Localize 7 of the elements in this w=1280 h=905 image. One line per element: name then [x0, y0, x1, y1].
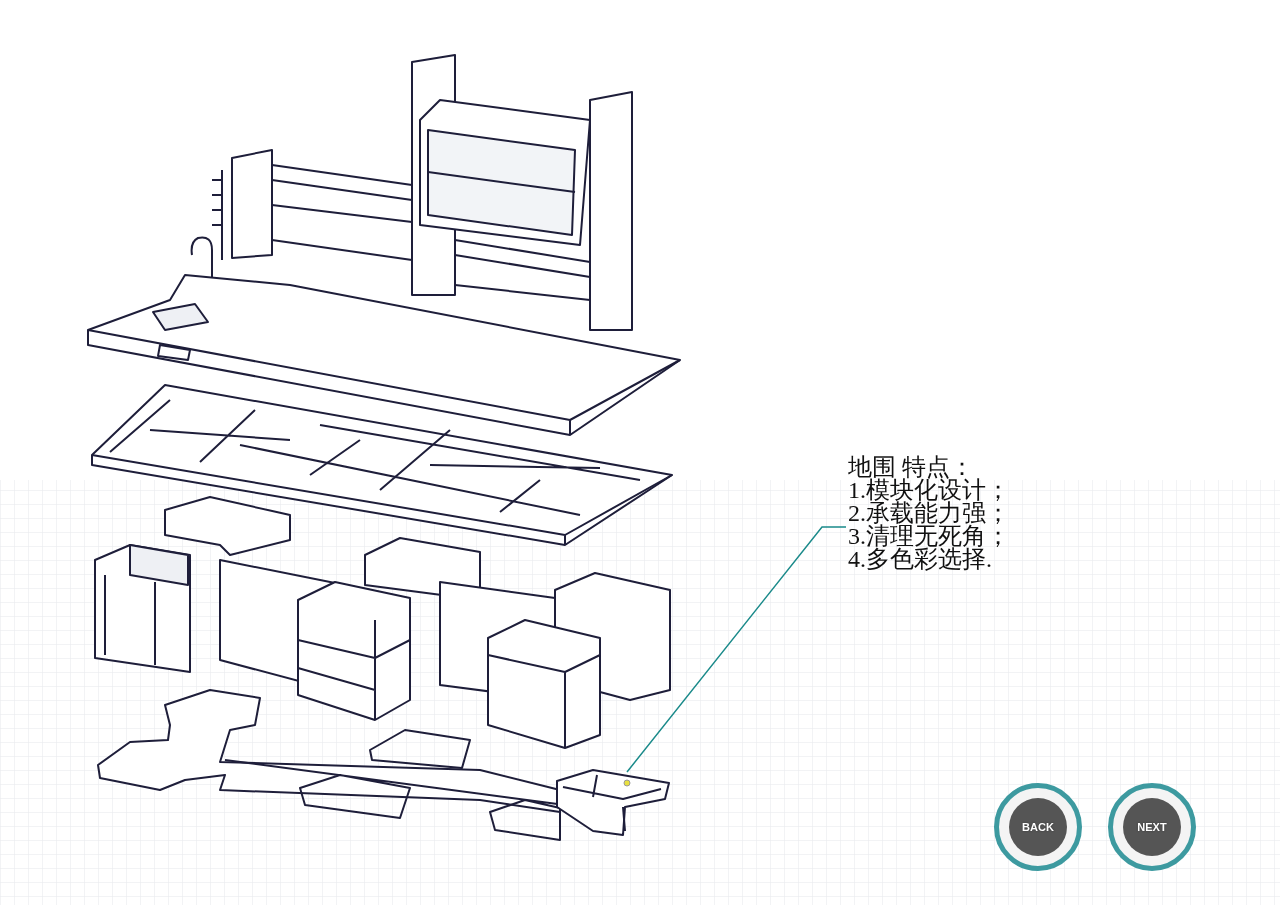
feature-list-item: 4.多色彩选择. [848, 548, 993, 571]
feature-heading: 地围 特点： [848, 456, 974, 479]
feature-list-item: 2.承载能力强； [848, 502, 1010, 525]
floor-frame-corner-drawing [553, 767, 673, 839]
feature-list-item: 3.清理无死角； [848, 525, 1010, 548]
feature-list-item: 1.模块化设计； [848, 479, 1010, 502]
leader-line [626, 526, 847, 773]
